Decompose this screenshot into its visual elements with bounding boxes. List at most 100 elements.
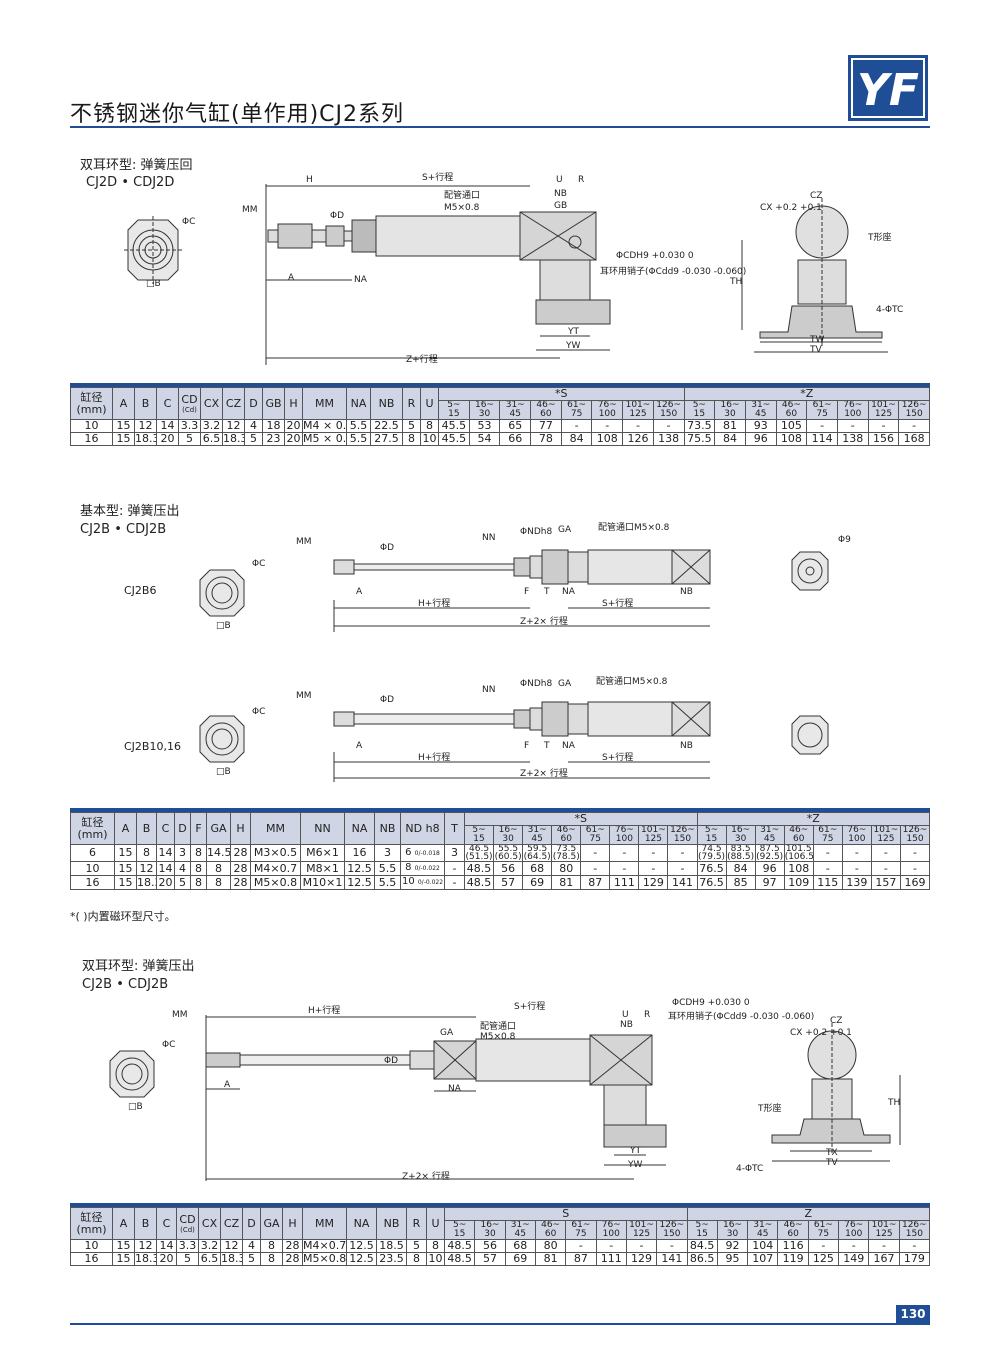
table-cell: 3.2 [198, 1239, 221, 1253]
table-cell: 28 [282, 1252, 303, 1266]
table-cell: - [444, 861, 465, 876]
phiNDh8-label-2: ΦNDh8 [520, 679, 552, 689]
header-cell: C [156, 1207, 177, 1240]
table-cell: 8 [260, 1239, 283, 1253]
table-cell: 6 [70, 844, 115, 862]
table-cell: 157 [870, 875, 901, 890]
range-cell: 101~ 125 [867, 400, 900, 420]
table-cell: - [898, 419, 930, 433]
header-cell: B [136, 812, 157, 845]
table-cell: 10 [426, 1252, 445, 1266]
table-cell: 8 [190, 875, 207, 890]
table-cell: 8 [402, 432, 421, 446]
table-cell: 78 [530, 432, 562, 446]
table-cell: - [841, 861, 872, 876]
range-cell: 76~ 100 [841, 825, 872, 845]
CX-label-3: CX +0.2 +0.1 [790, 1028, 852, 1038]
header-cell: CX [198, 1207, 221, 1240]
table-cell: 75.5 [683, 432, 716, 446]
table-cell: 107 [747, 1252, 779, 1266]
range-cell: 16~ 30 [714, 400, 746, 420]
table-cell: 8 [190, 844, 207, 862]
table-cell: 156 [867, 432, 900, 446]
table-cell: 109 [783, 875, 814, 890]
table-cell: - [444, 875, 465, 890]
sqB-label: □B [146, 279, 161, 289]
table-cell: 5 [244, 432, 263, 446]
section2-model: CJ2B • CDJ2B [80, 522, 167, 537]
port-label-3: 配管通口 [480, 1020, 516, 1032]
table-cell: 16 [344, 844, 375, 862]
S-stroke-label-3: S+行程 [514, 1000, 545, 1012]
header-rule [70, 126, 930, 128]
phiD-label-2: ΦD [380, 695, 394, 705]
phi9-label: Φ9 [838, 535, 851, 545]
variant2-label: CJ2B10,16 [124, 740, 181, 753]
header-cell: NB [370, 387, 403, 420]
table-cell: 115 [812, 875, 843, 890]
table-cell: - [580, 861, 611, 876]
YT-label: YT [567, 327, 579, 337]
table-cell: 101.5 (106.5) [783, 844, 814, 862]
table-cell: 73.5 [683, 419, 716, 433]
header-cell: MM [302, 387, 347, 420]
table-cell: M6×1 [300, 844, 345, 862]
table-cell: 87 [565, 1252, 597, 1266]
table-cell: 5 [242, 1252, 261, 1266]
table-cell: - [667, 861, 698, 876]
header-cell: C [156, 387, 179, 420]
section3-drawing: ΦC □B MM H+行程 S+行程 U R NB GA 配管通口 M5×0.8… [109, 998, 901, 1182]
table-cell: 45.5 [438, 432, 470, 446]
table-cell: - [870, 861, 901, 876]
table-cell: - [807, 1239, 840, 1253]
header-cell: D [174, 812, 191, 845]
NA-label-3: NA [448, 1084, 462, 1094]
table-cell: 8 [206, 875, 231, 890]
table-cell: 10 [70, 419, 113, 433]
range-cell: 76~ 100 [609, 825, 640, 845]
table-cell: 93 [744, 419, 777, 433]
side-view [265, 184, 611, 365]
Z2-stroke-label-1: Z+2× 行程 [520, 615, 568, 627]
header-cell: *Z [696, 812, 930, 826]
table-cell: 48.5 [443, 1239, 476, 1253]
range-cell: 101~ 125 [638, 825, 669, 845]
range-cell: 16~ 30 [493, 825, 524, 845]
range-cell: 46~ 60 [783, 825, 814, 845]
table-cell: 6.5 [198, 1252, 221, 1266]
header-cell: R [406, 1207, 427, 1240]
CZ-label-3: CZ [830, 1016, 842, 1026]
range-cell: 61~ 75 [807, 1220, 840, 1240]
header-cell: B [134, 1207, 157, 1240]
table-cell: 27.5 [370, 432, 403, 446]
table-cell: - [870, 844, 901, 862]
table-cell: - [838, 1239, 870, 1253]
table-cell: 3 [444, 844, 465, 862]
table-cell: 20 [284, 419, 303, 433]
range-cell: 5~ 15 [443, 1220, 476, 1240]
range-cell: 126~ 150 [898, 400, 930, 420]
table-cell: - [638, 844, 669, 862]
header-cell: NB [376, 1207, 407, 1240]
GA-label-2: GA [558, 679, 572, 689]
table-cell: 129 [625, 1252, 658, 1266]
section3-heading: 双耳环型: 弹簧压出 [82, 959, 195, 974]
s3-side [205, 1015, 667, 1181]
table-cell: 179 [898, 1252, 931, 1266]
YW-label-3: YW [627, 1160, 642, 1170]
table-cell: - [656, 1239, 688, 1253]
R-label: R [578, 175, 584, 185]
Z2-stroke-label-3: Z+2× 行程 [402, 1170, 450, 1182]
range-cell: 46~ 60 [530, 400, 562, 420]
TX-label-3: TX [825, 1148, 838, 1158]
F-label-2: F [524, 741, 529, 751]
table-cell: 108 [775, 432, 808, 446]
table-cell: 18.3 [134, 432, 157, 446]
header-cell: F [190, 812, 207, 845]
GA-label-3: GA [440, 1028, 454, 1038]
range-cell: 61~ 75 [806, 400, 838, 420]
header-cell: R [402, 387, 421, 420]
header-cell: T [444, 812, 465, 845]
table-cell: 168 [898, 432, 930, 446]
